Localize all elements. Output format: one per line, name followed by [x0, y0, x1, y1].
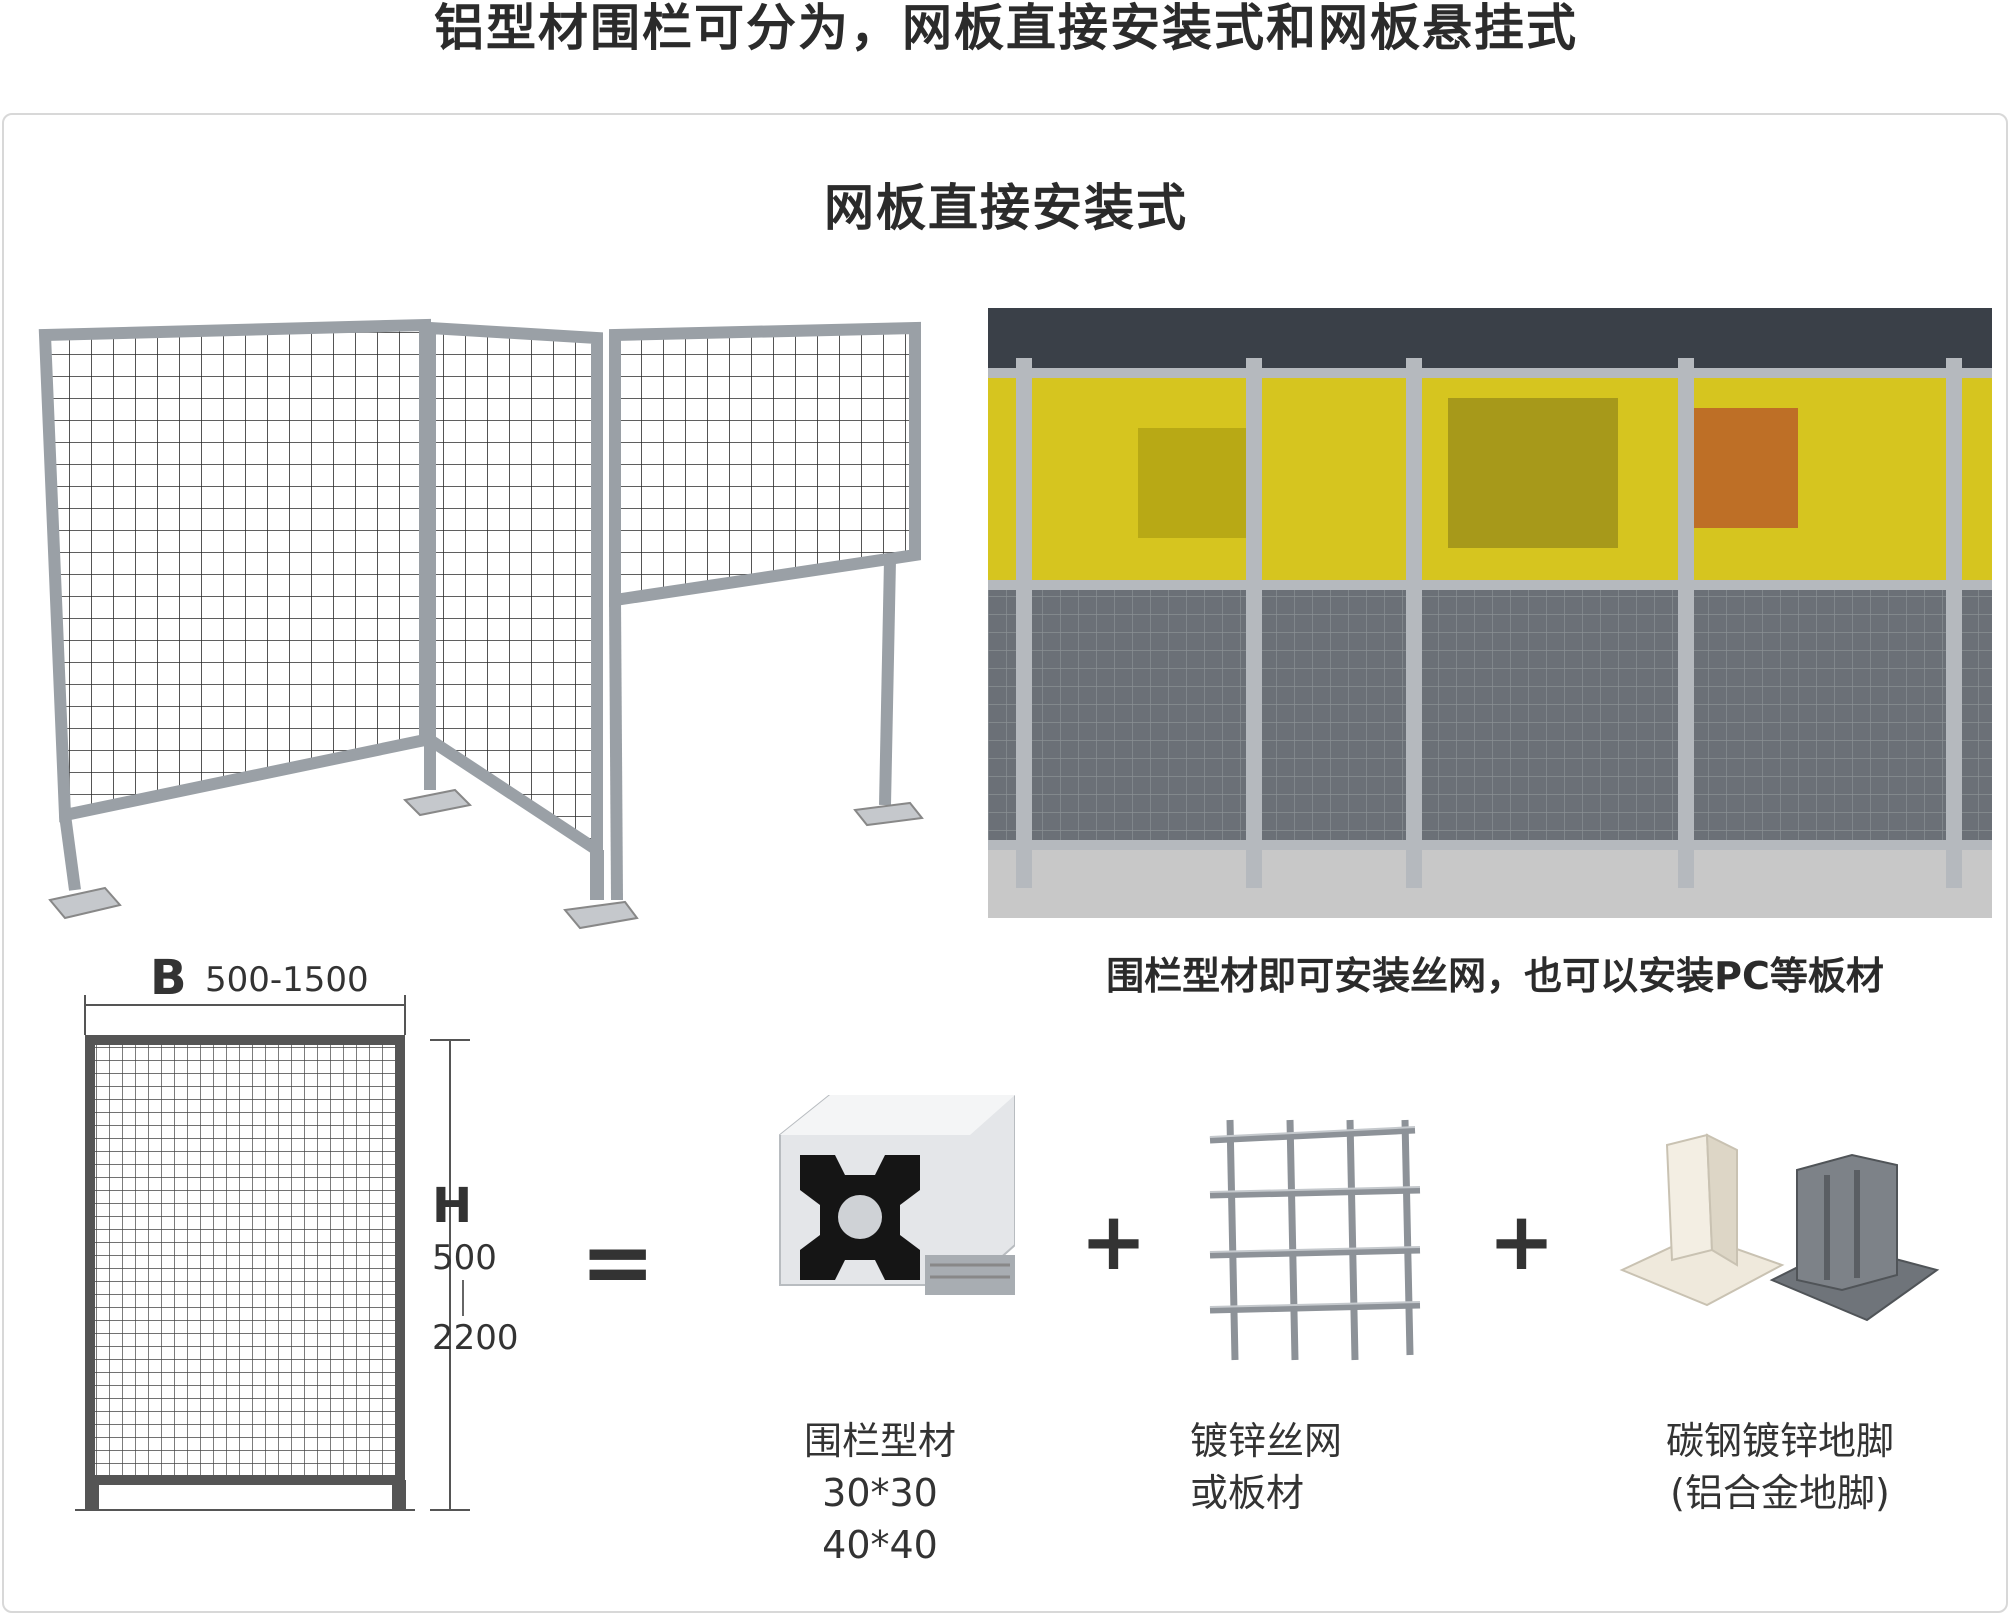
- caption-mesh: 镀锌丝网 或板材: [1190, 1415, 1440, 1519]
- caption-line: 碳钢镀锌地脚: [1665, 1419, 1894, 1463]
- dimension-drawing: [75, 995, 470, 1511]
- fence-foot: [563, 900, 639, 930]
- fence-panel-middle: [424, 321, 603, 862]
- main-title: 铝型材围栏可分为，网板直接安装式和网板悬挂式: [434, 0, 1578, 57]
- caption-line: 围栏型材: [803, 1419, 956, 1463]
- caption-foot: 碳钢镀锌地脚 (铝合金地脚): [1630, 1415, 1930, 1519]
- plus-sign: +: [1488, 1195, 1556, 1288]
- galvanized-mesh-image: [1209, 1119, 1421, 1361]
- height-max: 2200: [432, 1318, 519, 1358]
- caption-line: 30*30: [822, 1471, 938, 1515]
- section-title: 网板直接安装式: [824, 179, 1188, 237]
- fence-foot: [853, 801, 924, 827]
- fence-panel-left: [38, 318, 431, 823]
- caption-profile: 围栏型材 30*30 40*40: [760, 1415, 1000, 1571]
- fence-foot: [402, 788, 473, 817]
- width-range: 500-1500: [205, 960, 369, 1000]
- fence-foot: [48, 886, 122, 920]
- fence-illustration: [38, 318, 924, 930]
- aluminum-profile-image: [779, 1095, 1015, 1295]
- fence-panel-right: [609, 321, 921, 607]
- caption-line: (铝合金地脚): [1670, 1471, 1890, 1515]
- foot-brackets-image: [1619, 1133, 1940, 1322]
- floor: [988, 848, 1992, 918]
- factory-photo: [988, 308, 1992, 918]
- equals-sign: =: [580, 1210, 656, 1315]
- height-min: 500: [432, 1238, 497, 1278]
- caption-line: 或板材: [1190, 1471, 1305, 1515]
- photo-caption: 围栏型材即可安装丝网，也可以安装PC等板材: [1106, 954, 1884, 998]
- width-label: B: [150, 950, 187, 1006]
- caption-line: 40*40: [822, 1523, 938, 1567]
- height-label: H: [432, 1178, 473, 1234]
- plus-sign: +: [1080, 1195, 1148, 1288]
- height-separator: [462, 1280, 464, 1316]
- mesh-panel: [85, 1035, 405, 1485]
- caption-line: 镀锌丝网: [1190, 1419, 1343, 1463]
